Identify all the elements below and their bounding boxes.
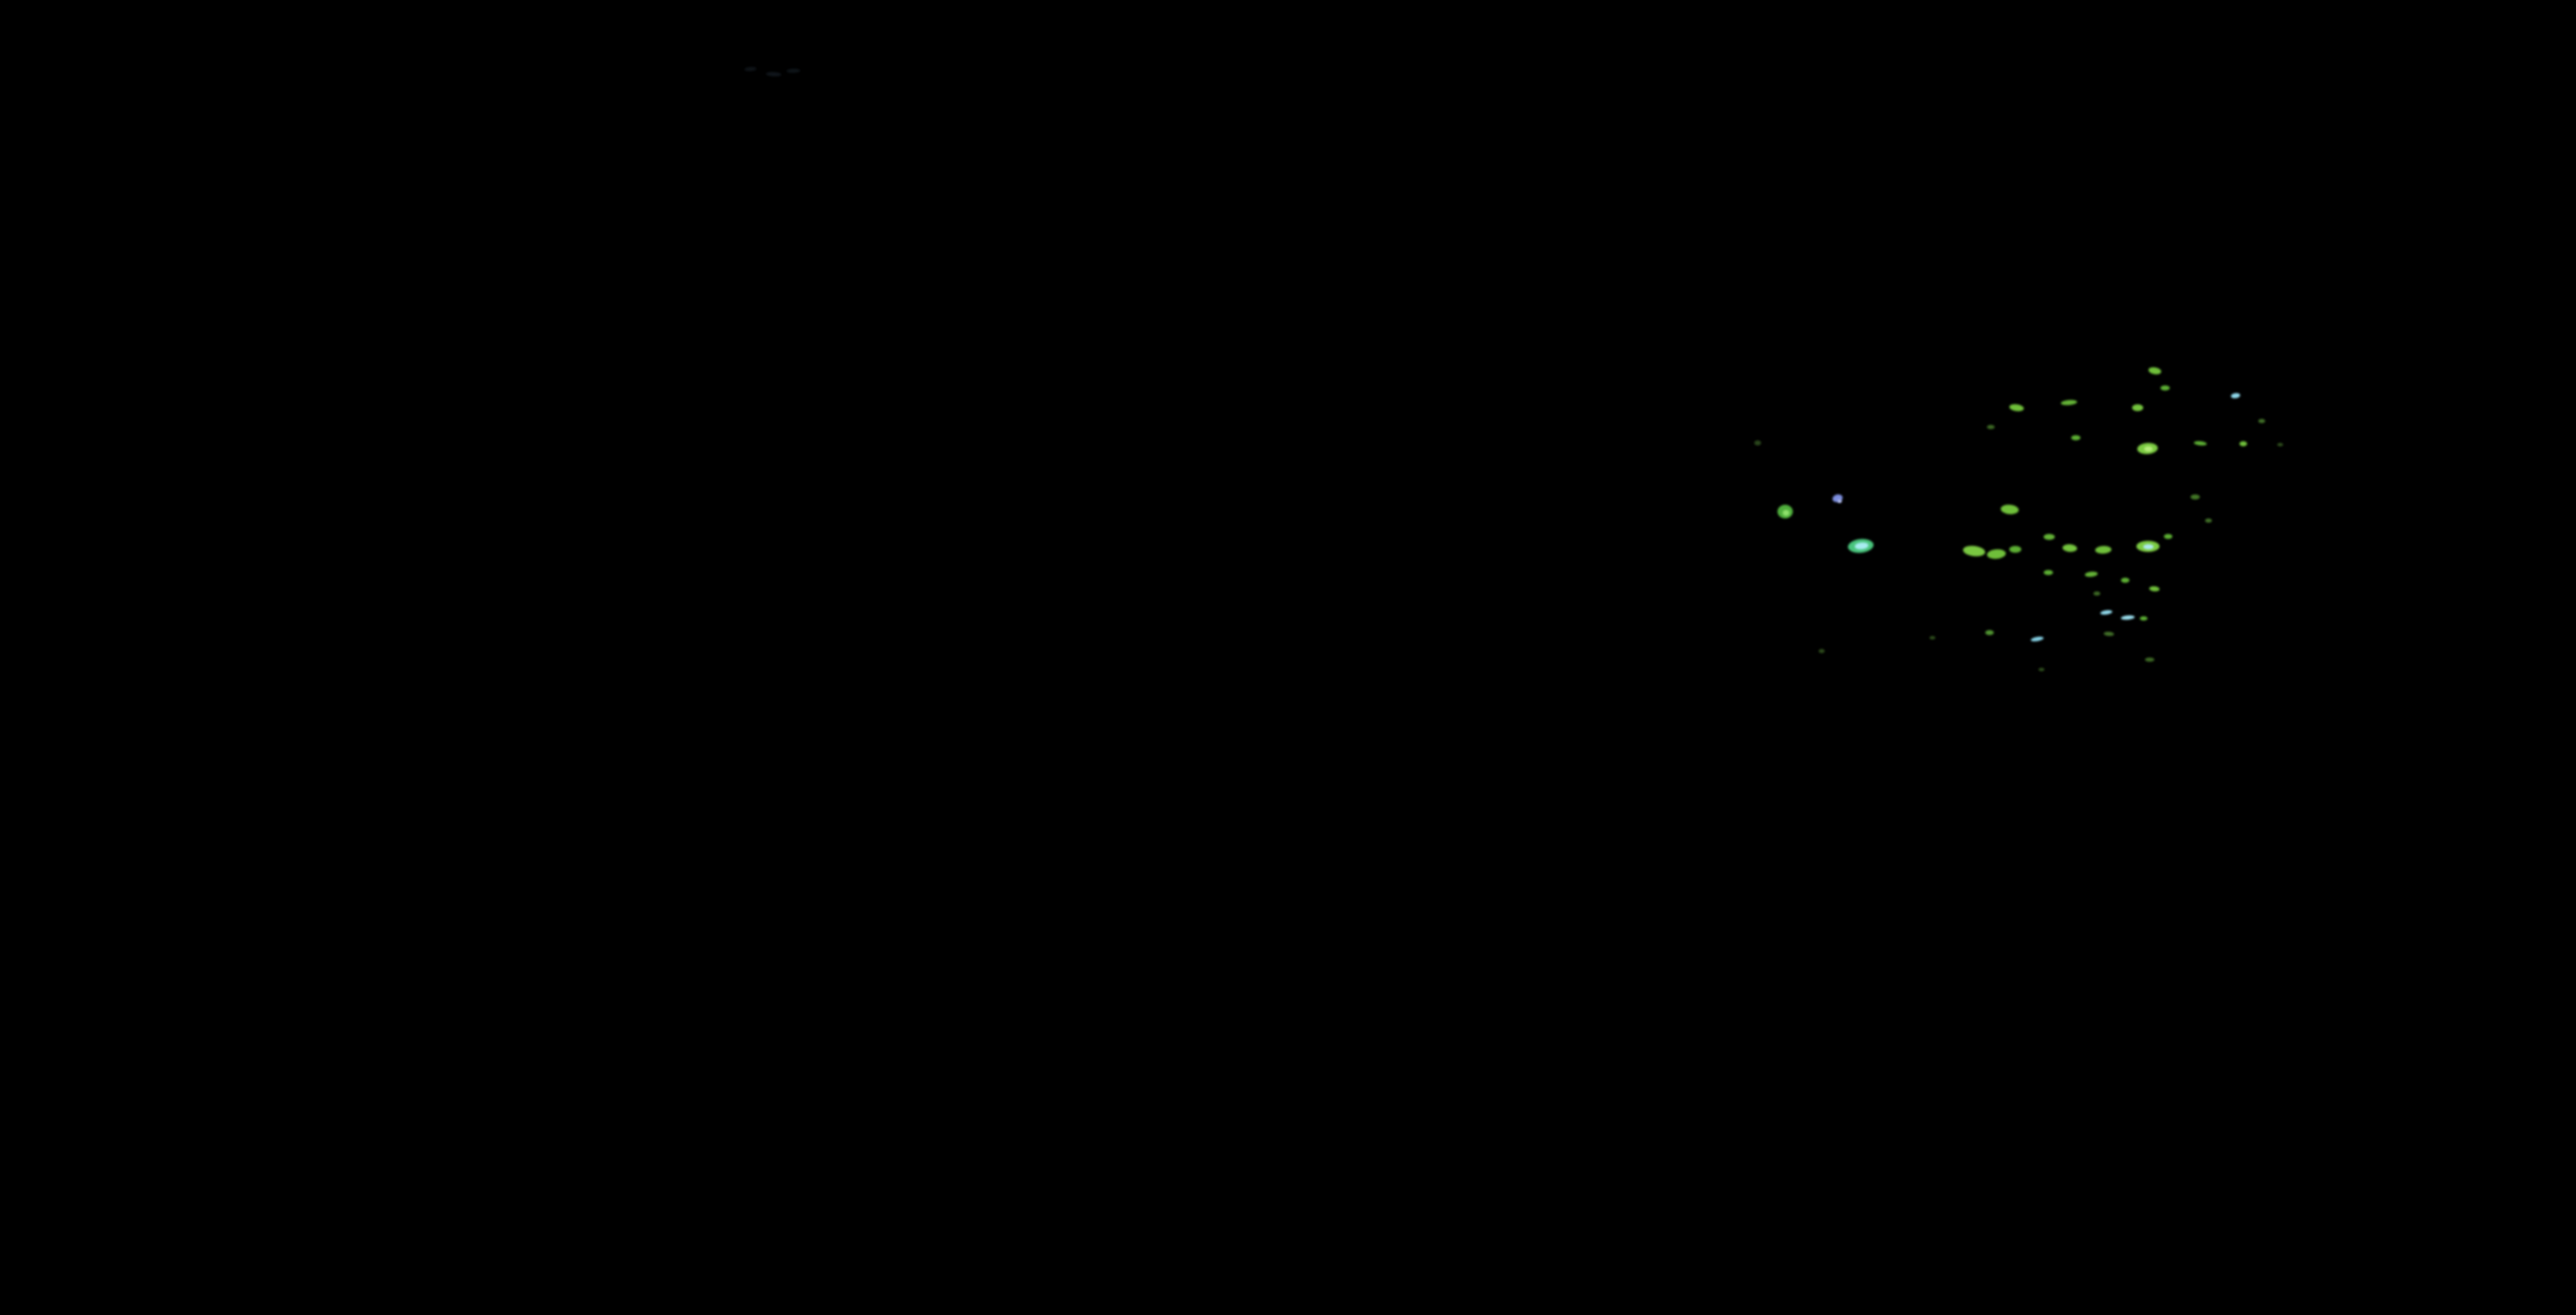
light-speck bbox=[2060, 399, 2078, 406]
light-speck bbox=[2121, 578, 2129, 583]
light-speck bbox=[2099, 609, 2113, 615]
light-speck bbox=[2239, 441, 2247, 446]
light-speck bbox=[2144, 446, 2153, 451]
light-speck bbox=[2044, 570, 2053, 575]
light-speck bbox=[744, 66, 757, 72]
light-speck bbox=[786, 68, 801, 74]
light-speck bbox=[2190, 494, 2200, 500]
light-speck bbox=[1986, 548, 2007, 560]
light-speck bbox=[2258, 419, 2265, 423]
light-speck bbox=[2132, 404, 2143, 411]
light-speck bbox=[1985, 630, 1994, 635]
light-speck bbox=[2143, 544, 2154, 549]
light-speck bbox=[2103, 631, 2115, 637]
dark-nature-photo bbox=[34, 14, 2576, 1301]
light-speck bbox=[2008, 403, 2025, 413]
light-speck bbox=[2038, 668, 2044, 671]
light-speck bbox=[2193, 440, 2208, 446]
light-speck bbox=[2230, 392, 2241, 399]
light-speck bbox=[1929, 636, 1935, 639]
light-speck bbox=[2000, 504, 2020, 515]
light-speck bbox=[1783, 510, 1789, 516]
light-speck bbox=[2205, 518, 2212, 523]
light-speck bbox=[2009, 546, 2021, 553]
light-speck bbox=[2094, 545, 2112, 554]
light-speck bbox=[2164, 534, 2172, 539]
light-speck bbox=[1819, 649, 1825, 653]
light-speck bbox=[2160, 385, 2170, 391]
light-speck bbox=[2030, 635, 2044, 643]
light-speck bbox=[1838, 500, 1842, 503]
light-speck bbox=[1962, 544, 1986, 558]
light-speck bbox=[2120, 615, 2136, 621]
light-speck bbox=[2084, 571, 2099, 578]
light-speck bbox=[1987, 425, 1995, 429]
light-speck bbox=[1754, 440, 1761, 445]
light-speck bbox=[2148, 366, 2162, 376]
light-speck bbox=[2093, 591, 2100, 596]
light-speck bbox=[2062, 543, 2078, 553]
light-speck bbox=[2140, 616, 2148, 621]
light-speck bbox=[765, 71, 782, 77]
light-speck bbox=[2148, 585, 2160, 592]
light-speck bbox=[2145, 658, 2154, 662]
light-speck bbox=[2071, 435, 2081, 440]
light-speck bbox=[2044, 534, 2055, 540]
light-speck bbox=[2277, 443, 2283, 446]
